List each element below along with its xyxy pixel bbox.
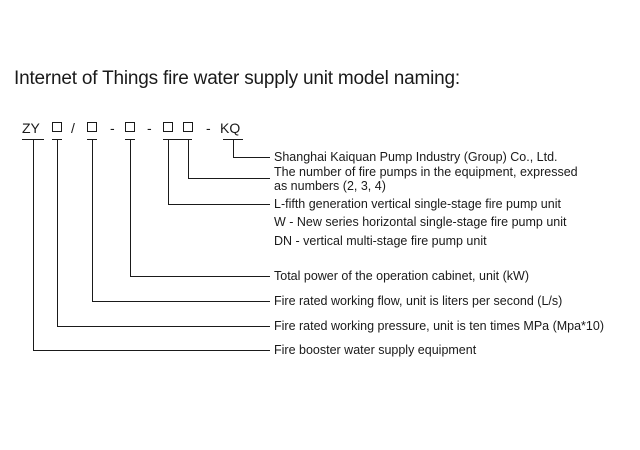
code-slot-flow bbox=[87, 122, 97, 132]
desc-flow: Fire rated working flow, unit is liters … bbox=[274, 294, 563, 308]
desc-pump-count-line2: as numbers (2, 3, 4) bbox=[274, 179, 386, 193]
desc-pump-count-line1: The number of fire pumps in the equipmen… bbox=[274, 165, 578, 179]
code-dash: - bbox=[206, 120, 211, 136]
code-slot-power bbox=[125, 122, 135, 132]
desc-manufacturer: Shanghai Kaiquan Pump Industry (Group) C… bbox=[274, 150, 558, 164]
desc-total-power: Total power of the operation cabinet, un… bbox=[274, 269, 529, 283]
desc-series-dn: DN - vertical multi-stage fire pump unit bbox=[274, 234, 487, 248]
desc-series-w: W - New series horizontal single-stage f… bbox=[274, 215, 567, 229]
diagram-title: Internet of Things fire water supply uni… bbox=[14, 68, 460, 89]
code-dash: - bbox=[110, 120, 115, 136]
code-dash: - bbox=[147, 120, 152, 136]
code-slot-pressure bbox=[52, 122, 62, 132]
desc-pressure: Fire rated working pressure, unit is ten… bbox=[274, 319, 604, 333]
code-slash: / bbox=[71, 120, 75, 136]
desc-series-l: L-fifth generation vertical single-stage… bbox=[274, 197, 561, 211]
code-slot-pump-count bbox=[183, 122, 193, 132]
code-slot-series bbox=[163, 122, 173, 132]
code-prefix: ZY bbox=[22, 120, 40, 136]
code-suffix: KQ bbox=[220, 120, 241, 136]
desc-equipment: Fire booster water supply equipment bbox=[274, 343, 477, 357]
